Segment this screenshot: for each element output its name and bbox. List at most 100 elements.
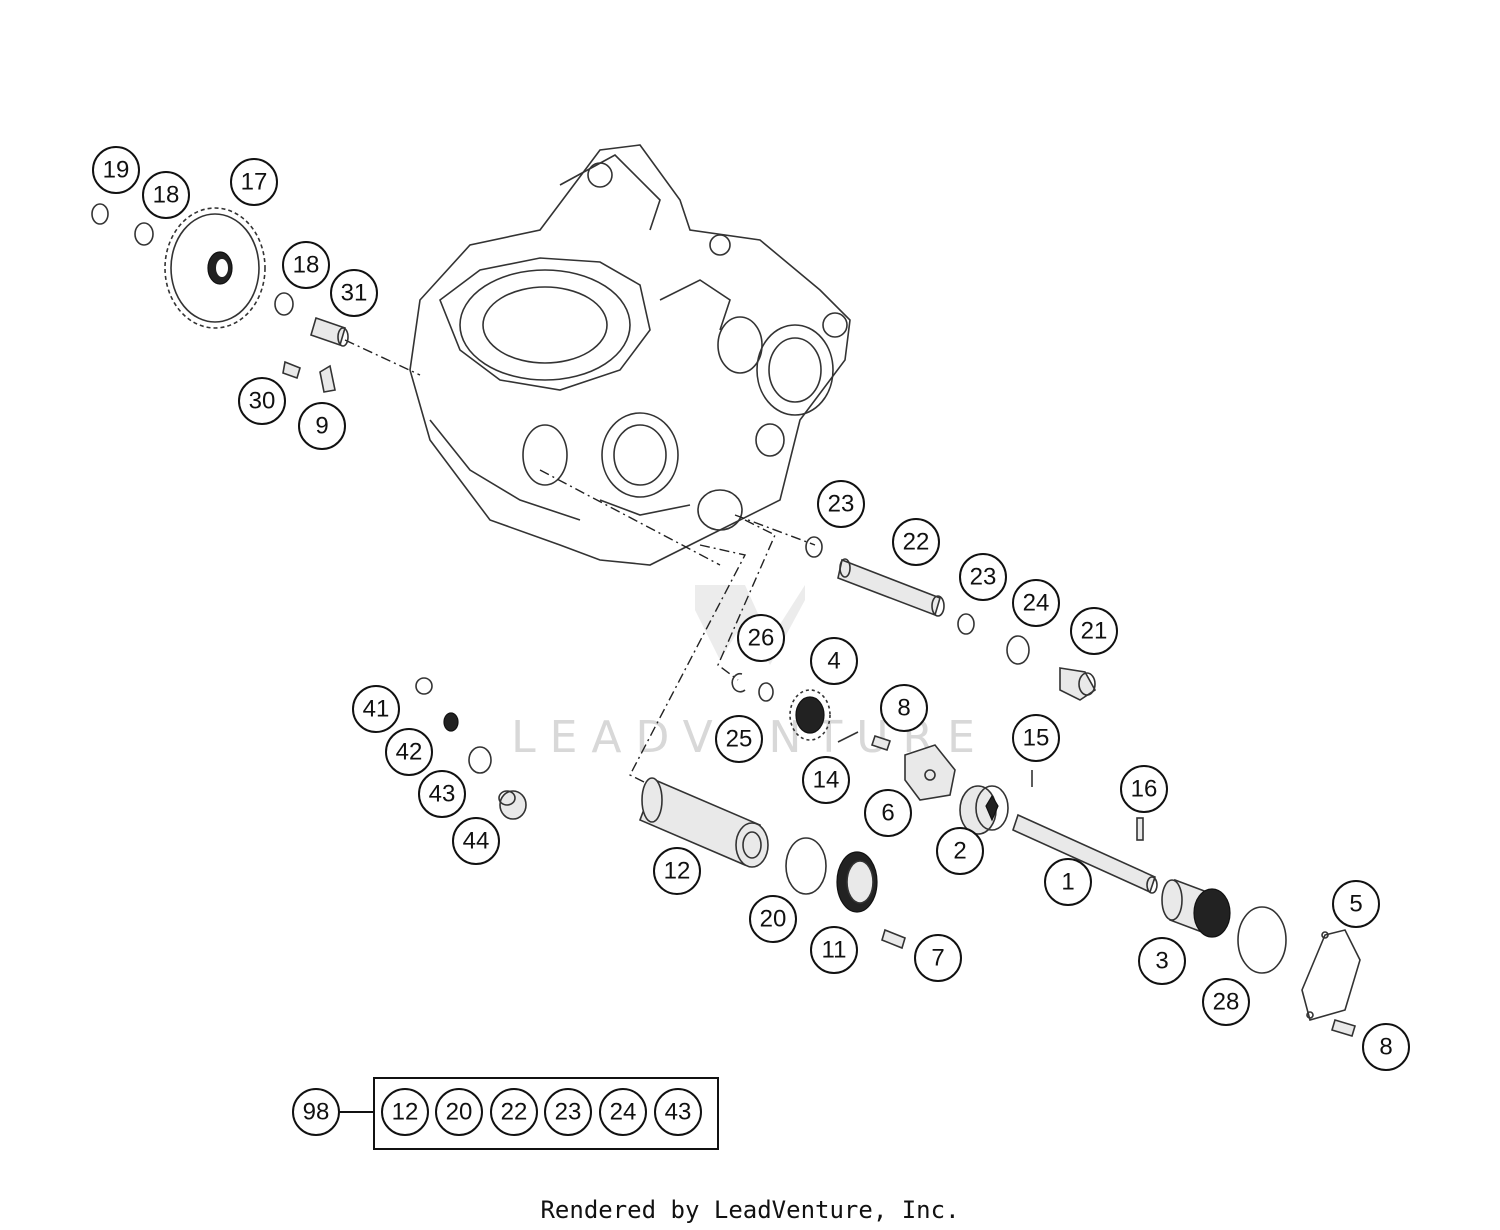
svg-text:12: 12 (392, 1099, 419, 1126)
plug-44 (498, 790, 527, 820)
callout-19[interactable]: 19 (92, 146, 140, 194)
gear-17 (164, 207, 266, 329)
callout-22[interactable]: 22 (892, 518, 940, 566)
callout-25[interactable]: 25 (715, 715, 763, 763)
svg-text:1: 1 (1061, 869, 1074, 896)
callout-16[interactable]: 16 (1120, 765, 1168, 813)
kit-item-24[interactable]: 24 (599, 1088, 647, 1136)
screw-30 (282, 360, 301, 380)
kit-item-12[interactable]: 12 (381, 1088, 429, 1136)
callout-20[interactable]: 20 (749, 895, 797, 943)
oring-20 (785, 837, 827, 895)
gear-4 (789, 689, 831, 741)
callout-14[interactable]: 14 (802, 756, 850, 804)
filter-cover-11 (836, 851, 878, 913)
callout-24[interactable]: 24 (1012, 579, 1060, 627)
callout-28[interactable]: 28 (1202, 978, 1250, 1026)
callout-23[interactable]: 23 (817, 480, 865, 528)
callout-15[interactable]: 15 (1012, 714, 1060, 762)
washer-18-top (134, 222, 154, 246)
callout-23[interactable]: 23 (959, 553, 1007, 601)
callout-21[interactable]: 21 (1070, 607, 1118, 655)
circlip-19 (91, 203, 109, 225)
svg-text:9: 9 (315, 413, 328, 440)
callout-8[interactable]: 8 (880, 684, 928, 732)
callout-7[interactable]: 7 (914, 934, 962, 982)
shaft-1 (1012, 813, 1158, 894)
oring-28 (1237, 906, 1287, 974)
callout-43[interactable]: 43 (418, 770, 466, 818)
svg-text:18: 18 (293, 252, 320, 279)
parts (91, 203, 1361, 1037)
callout-17[interactable]: 17 (230, 158, 278, 206)
oring-24 (1006, 635, 1030, 665)
callout-18[interactable]: 18 (142, 171, 190, 219)
ball-41 (415, 677, 433, 695)
oring-23-b (957, 613, 975, 635)
filter-12 (638, 777, 769, 868)
svg-text:24: 24 (1023, 590, 1050, 617)
callout-31[interactable]: 31 (330, 269, 378, 317)
pin-14 (837, 731, 859, 743)
svg-text:5: 5 (1349, 891, 1362, 918)
svg-text:11: 11 (822, 937, 847, 964)
callout-11[interactable]: 11 (810, 926, 858, 974)
svg-text:14: 14 (813, 767, 840, 794)
kit-item-43[interactable]: 43 (654, 1088, 702, 1136)
svg-text:41: 41 (363, 696, 390, 723)
pin-31 (310, 316, 349, 347)
screw-8-a (870, 734, 892, 752)
cover-5 (1301, 929, 1361, 1021)
callout-26[interactable]: 26 (737, 614, 785, 662)
svg-text:6: 6 (881, 800, 894, 827)
callout-18[interactable]: 18 (282, 241, 330, 289)
washer-25 (758, 682, 774, 702)
svg-text:23: 23 (555, 1099, 582, 1126)
callout-8[interactable]: 8 (1362, 1023, 1410, 1071)
callout-98[interactable]: 98 (292, 1088, 340, 1136)
bracket-9 (319, 364, 336, 393)
callout-41[interactable]: 41 (352, 685, 400, 733)
svg-text:2: 2 (953, 838, 966, 865)
callout-42[interactable]: 42 (385, 728, 433, 776)
svg-text:20: 20 (760, 906, 787, 933)
svg-text:4: 4 (827, 648, 840, 675)
svg-text:98: 98 (303, 1099, 330, 1126)
cover-plate-6 (904, 744, 956, 801)
callout-4[interactable]: 4 (810, 637, 858, 685)
callout-6[interactable]: 6 (864, 789, 912, 837)
callout-12[interactable]: 12 (653, 847, 701, 895)
callout-5[interactable]: 5 (1332, 880, 1380, 928)
svg-text:23: 23 (828, 491, 855, 518)
callouts: 19 18 17 18 31 30 9 23 22 23 24 21 26 4 … (92, 146, 1410, 1071)
svg-text:8: 8 (897, 695, 910, 722)
svg-text:23: 23 (970, 564, 997, 591)
svg-text:30: 30 (249, 388, 276, 415)
svg-text:7: 7 (931, 945, 944, 972)
svg-text:18: 18 (153, 182, 180, 209)
callout-30[interactable]: 30 (238, 377, 286, 425)
svg-text:21: 21 (1081, 618, 1108, 645)
svg-text:43: 43 (429, 781, 456, 808)
kit-item-22[interactable]: 22 (490, 1088, 538, 1136)
svg-text:26: 26 (748, 625, 775, 652)
pin-16 (1136, 817, 1144, 841)
kit-box (373, 1077, 719, 1150)
screw-7 (881, 928, 906, 950)
svg-text:44: 44 (463, 828, 490, 855)
callout-9[interactable]: 9 (298, 402, 346, 450)
oring-23-a (805, 536, 823, 558)
callout-2[interactable]: 2 (936, 827, 984, 875)
footer-credit: Rendered by LeadVenture, Inc. (540, 1196, 959, 1224)
oring-43 (468, 746, 492, 774)
svg-text:24: 24 (610, 1099, 637, 1126)
svg-text:42: 42 (396, 739, 423, 766)
kit-item-23[interactable]: 23 (544, 1088, 592, 1136)
svg-text:17: 17 (241, 169, 268, 196)
callout-44[interactable]: 44 (452, 817, 500, 865)
callout-1[interactable]: 1 (1044, 858, 1092, 906)
svg-text:22: 22 (501, 1099, 528, 1126)
callout-3[interactable]: 3 (1138, 937, 1186, 985)
svg-text:28: 28 (1213, 989, 1240, 1016)
kit-item-20[interactable]: 20 (435, 1088, 483, 1136)
